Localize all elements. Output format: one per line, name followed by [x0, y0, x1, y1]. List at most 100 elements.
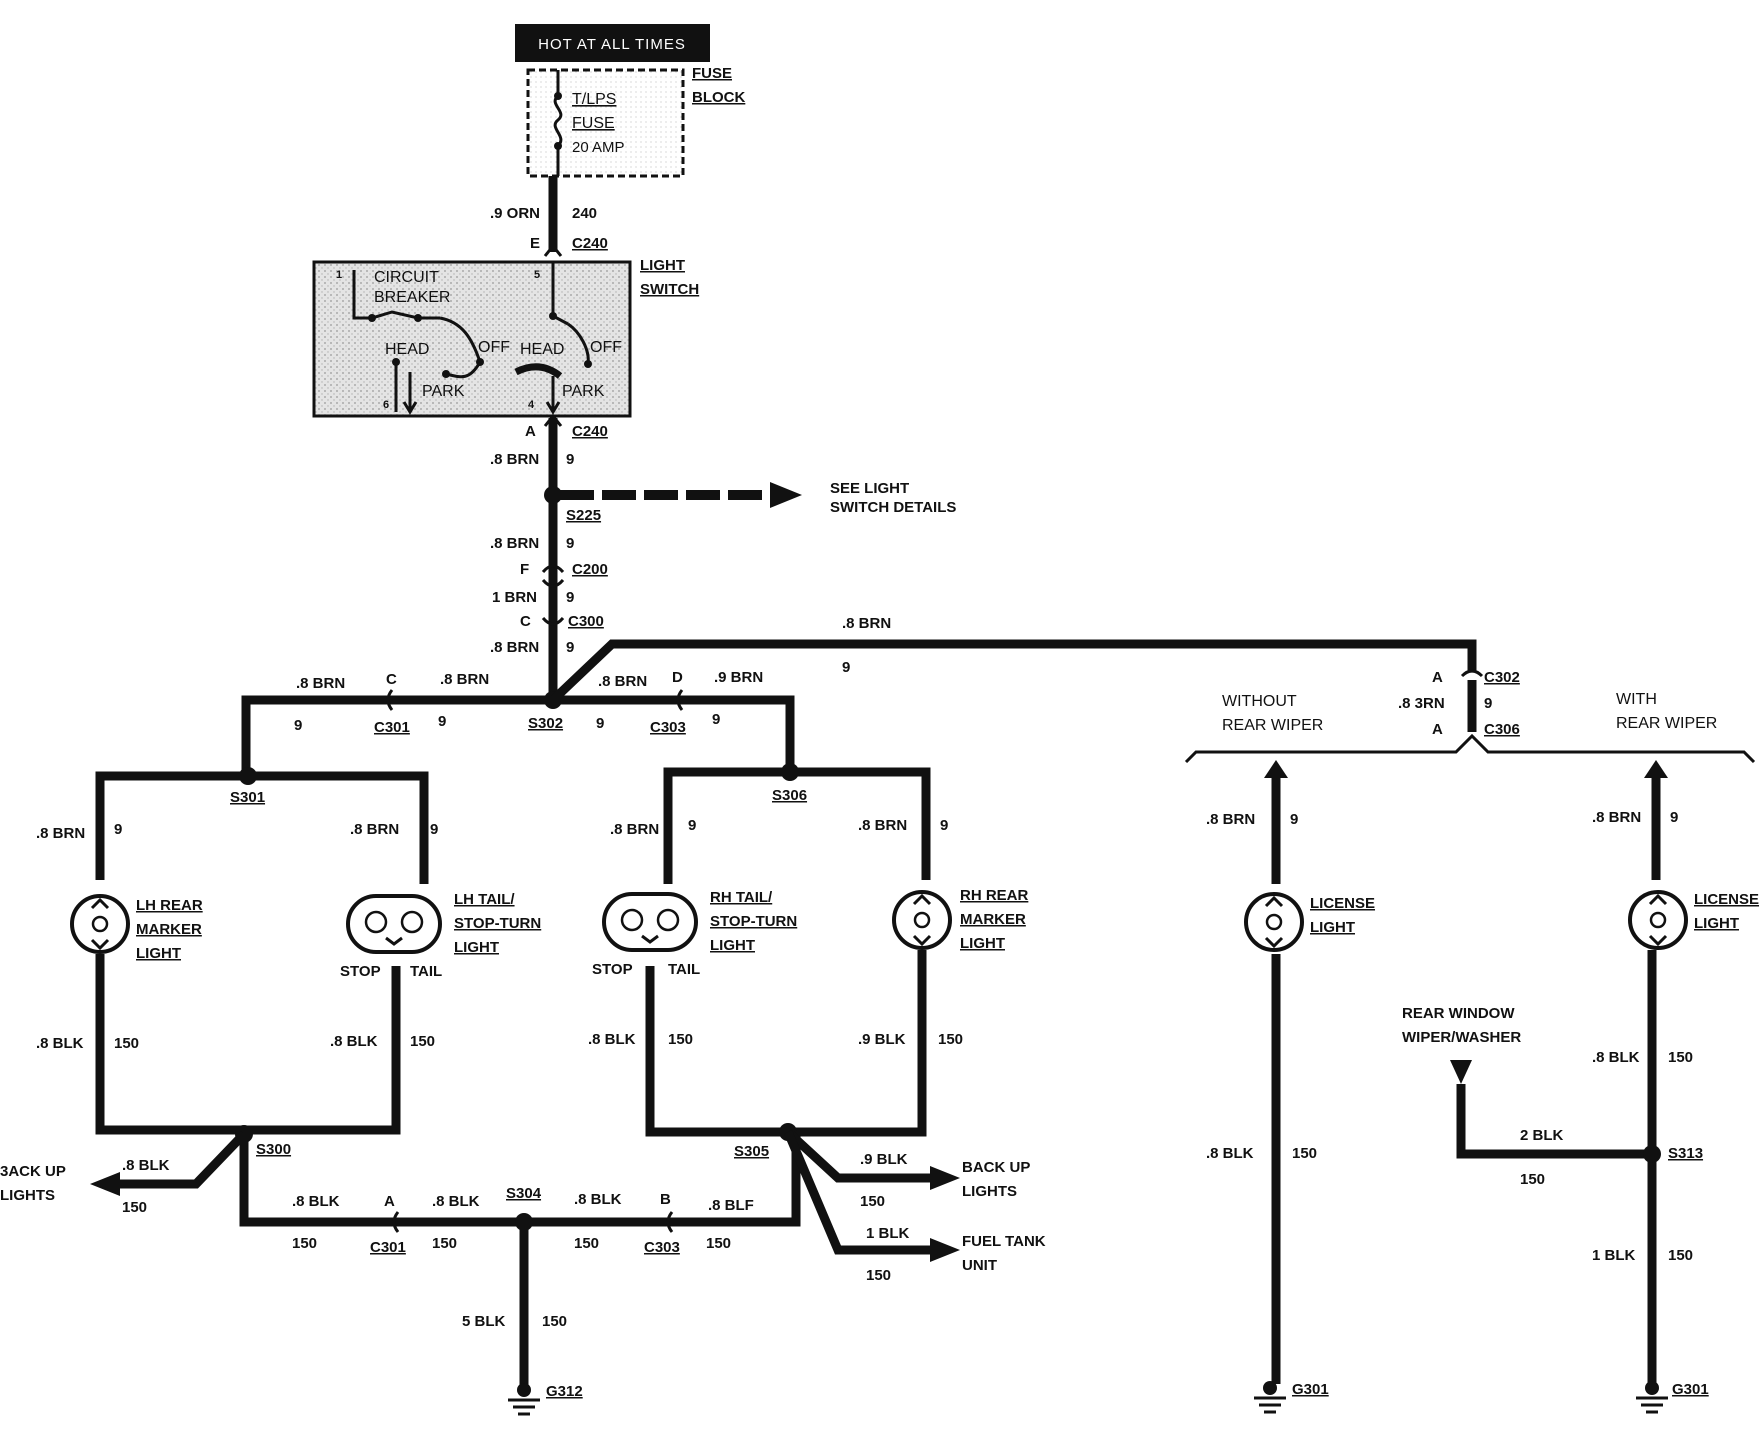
svg-text:9: 9	[1484, 695, 1492, 712]
svg-text:S313: S313	[1668, 1145, 1703, 1162]
svg-text:UNIT: UNIT	[962, 1257, 997, 1274]
svg-text:C301: C301	[370, 1239, 406, 1256]
svg-text:150: 150	[1668, 1049, 1693, 1066]
svg-text:CIRCUIT: CIRCUIT	[374, 269, 439, 286]
svg-text:150: 150	[432, 1235, 457, 1252]
svg-text:LH TAIL/: LH TAIL/	[454, 891, 515, 908]
svg-text:E: E	[530, 235, 540, 252]
svg-text:9: 9	[114, 821, 122, 838]
svg-text:9: 9	[430, 821, 438, 838]
svg-text:150: 150	[574, 1235, 599, 1252]
svg-text:9: 9	[842, 659, 850, 676]
svg-text:9: 9	[712, 711, 720, 728]
svg-text:SWITCH: SWITCH	[640, 281, 699, 298]
svg-text:STOP: STOP	[340, 963, 381, 980]
svg-text:S304: S304	[506, 1185, 542, 1202]
svg-text:5: 5	[534, 269, 540, 281]
svg-text:LICENSE: LICENSE	[1310, 895, 1375, 912]
svg-text:C: C	[520, 613, 531, 630]
svg-text:150: 150	[1292, 1145, 1317, 1162]
svg-text:STOP-TURN: STOP-TURN	[454, 915, 541, 932]
svg-text:.8 BRN: .8 BRN	[296, 675, 345, 692]
svg-text:LIGHTS: LIGHTS	[962, 1183, 1017, 1200]
svg-text:150: 150	[1520, 1171, 1545, 1188]
svg-text:PARK: PARK	[562, 383, 605, 400]
svg-text:C306: C306	[1484, 721, 1520, 738]
svg-text:2 BLK: 2 BLK	[1520, 1127, 1564, 1144]
svg-text:WITHOUT: WITHOUT	[1222, 693, 1297, 710]
svg-text:1 BRN: 1 BRN	[492, 589, 537, 606]
svg-text:G301: G301	[1292, 1381, 1329, 1398]
svg-text:5 BLK: 5 BLK	[462, 1313, 506, 1330]
svg-text:LICENSE: LICENSE	[1694, 891, 1759, 908]
svg-text:C: C	[386, 671, 397, 688]
svg-text:A: A	[384, 1193, 395, 1210]
svg-text:.8 BRN: .8 BRN	[490, 639, 539, 656]
svg-text:9: 9	[940, 817, 948, 834]
svg-text:.8 BLK: .8 BLK	[122, 1157, 170, 1174]
svg-text:150: 150	[1668, 1247, 1693, 1264]
svg-text:150: 150	[410, 1033, 435, 1050]
svg-text:4: 4	[528, 399, 535, 411]
ground-g301-right: G301	[1636, 1381, 1709, 1414]
svg-text:FUSE: FUSE	[572, 115, 615, 132]
svg-text:1 BLK: 1 BLK	[866, 1225, 910, 1242]
svg-text:PARK: PARK	[422, 383, 465, 400]
svg-text:9: 9	[438, 713, 446, 730]
svg-text:.8 BRN: .8 BRN	[1206, 811, 1255, 828]
svg-text:LIGHTS: LIGHTS	[0, 1187, 55, 1204]
svg-text:6: 6	[383, 399, 389, 411]
svg-text:RH TAIL/: RH TAIL/	[710, 889, 773, 906]
svg-text:C301: C301	[374, 719, 410, 736]
svg-text:TAIL: TAIL	[668, 961, 700, 978]
svg-text:.8 BRN: .8 BRN	[842, 615, 891, 632]
lh-rear-marker-light: LH REAR MARKER LIGHT	[70, 894, 203, 962]
svg-text:LIGHT: LIGHT	[640, 257, 685, 274]
svg-text:A: A	[1432, 721, 1443, 738]
svg-text:C300: C300	[568, 613, 604, 630]
svg-text:C240: C240	[572, 235, 608, 252]
svg-text:T/LPS: T/LPS	[572, 91, 616, 108]
hot-at-all-times-label: HOT AT ALL TIMES	[515, 24, 710, 62]
svg-text:HEAD: HEAD	[520, 341, 564, 358]
svg-text:.9 BRN: .9 BRN	[714, 669, 763, 686]
svg-text:.8 BLK: .8 BLK	[574, 1191, 622, 1208]
svg-text:.8 BLK: .8 BLK	[36, 1035, 84, 1052]
svg-text:MARKER: MARKER	[960, 911, 1026, 928]
svg-text:HEAD: HEAD	[385, 341, 429, 358]
svg-text:150: 150	[706, 1235, 731, 1252]
svg-text:9: 9	[1670, 809, 1678, 826]
svg-text:S301: S301	[230, 789, 265, 806]
svg-text:A: A	[1432, 669, 1443, 686]
lh-tail-stop-turn-light: LH TAIL/ STOP-TURN LIGHT STOP TAIL	[340, 891, 541, 980]
svg-text:.8 BRN: .8 BRN	[610, 821, 659, 838]
svg-text:.9 ORN: .9 ORN	[490, 205, 540, 222]
svg-text:150: 150	[938, 1031, 963, 1048]
svg-text:OFF: OFF	[478, 339, 510, 356]
svg-text:.9 BLK: .9 BLK	[858, 1031, 906, 1048]
license-light-with-wiper: LICENSE LIGHT	[1628, 890, 1759, 950]
svg-text:150: 150	[122, 1199, 147, 1216]
svg-text:.8 BRN: .8 BRN	[1592, 809, 1641, 826]
svg-text:SEE LIGHT: SEE LIGHT	[830, 480, 909, 497]
svg-text:REAR WINDOW: REAR WINDOW	[1402, 1005, 1515, 1022]
svg-text:REAR WIPER: REAR WIPER	[1222, 717, 1323, 734]
svg-text:G301: G301	[1672, 1381, 1709, 1398]
svg-text:LIGHT: LIGHT	[136, 945, 181, 962]
splice-s313	[1643, 1145, 1661, 1163]
svg-text:1 BLK: 1 BLK	[1592, 1247, 1636, 1264]
svg-text:.8 BLK: .8 BLK	[432, 1193, 480, 1210]
svg-text:150: 150	[866, 1267, 891, 1284]
svg-text:LIGHT: LIGHT	[454, 939, 499, 956]
svg-text:.8 3RN: .8 3RN	[1398, 695, 1445, 712]
svg-text:.8 BRN: .8 BRN	[490, 535, 539, 552]
svg-text:G312: G312	[546, 1383, 583, 1400]
svg-text:240: 240	[572, 205, 597, 222]
svg-text:9: 9	[688, 817, 696, 834]
svg-text:9: 9	[566, 535, 574, 552]
svg-text:9: 9	[1290, 811, 1298, 828]
svg-text:C303: C303	[650, 719, 686, 736]
svg-text:C240: C240	[572, 423, 608, 440]
svg-text:C303: C303	[644, 1239, 680, 1256]
